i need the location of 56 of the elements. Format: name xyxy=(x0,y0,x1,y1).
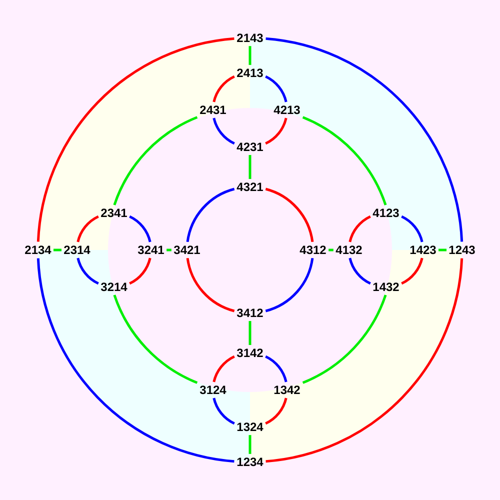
vertex-label: 1243 xyxy=(448,243,476,257)
edge-line xyxy=(76,258,99,285)
edge-line xyxy=(54,248,62,252)
edge-line xyxy=(328,248,334,252)
edge-line xyxy=(212,75,235,102)
edge-line xyxy=(348,258,371,285)
edge-line xyxy=(186,258,235,312)
edge-line xyxy=(265,398,288,425)
vertex-label: 3124 xyxy=(198,383,228,397)
edge-line xyxy=(248,46,252,65)
vertex-label: 4231 xyxy=(236,140,264,154)
edge-line xyxy=(129,258,152,285)
vertex-label: 3142 xyxy=(236,346,264,360)
edge-line xyxy=(401,215,424,242)
vertex-label: 3421 xyxy=(172,243,202,257)
edge-line xyxy=(76,215,99,242)
vertex-label: 2143 xyxy=(236,31,264,45)
edge-line xyxy=(302,116,387,206)
vertex-label: 1234 xyxy=(236,455,264,469)
edge-line xyxy=(186,188,235,242)
vertex-label: 2314 xyxy=(62,243,92,257)
vertex-label: 3412 xyxy=(236,306,264,320)
edge-line xyxy=(212,398,235,425)
edge-line xyxy=(265,258,314,312)
edge-line xyxy=(348,215,371,242)
vertex-label: 2341 xyxy=(100,206,128,220)
edge-line xyxy=(265,188,314,242)
vertex-label: 4213 xyxy=(272,103,302,117)
vertex-label: 3214 xyxy=(100,280,128,294)
vertex-label: 4132 xyxy=(334,243,364,257)
vertex-label: 1423 xyxy=(408,243,438,257)
vertex-label: 2431 xyxy=(198,103,228,117)
edge-line xyxy=(248,321,252,345)
edge-line xyxy=(113,294,198,384)
edge-line xyxy=(265,355,288,382)
vertex-label: 2134 xyxy=(24,243,52,257)
edge-line xyxy=(212,118,235,145)
edge-line xyxy=(113,116,198,206)
edge-line xyxy=(129,215,152,242)
vertex-label: 4321 xyxy=(236,180,264,194)
edge-line xyxy=(401,258,424,285)
vertex-label: 4123 xyxy=(372,206,400,220)
vertex-label: 3241 xyxy=(136,243,166,257)
vertex-label: 2413 xyxy=(236,66,264,80)
vertex-label: 1324 xyxy=(236,420,264,434)
edge-line xyxy=(265,75,288,102)
edge-line xyxy=(248,155,252,179)
edge-line xyxy=(265,118,288,145)
edge-line xyxy=(438,248,446,252)
edge-line xyxy=(302,294,387,384)
edge-line xyxy=(248,435,252,454)
vertex-label: 1342 xyxy=(272,383,302,397)
vertex-label: 1432 xyxy=(372,280,400,294)
edge-line xyxy=(166,248,172,252)
edge-line xyxy=(212,355,235,382)
vertex-label: 4312 xyxy=(298,243,328,257)
